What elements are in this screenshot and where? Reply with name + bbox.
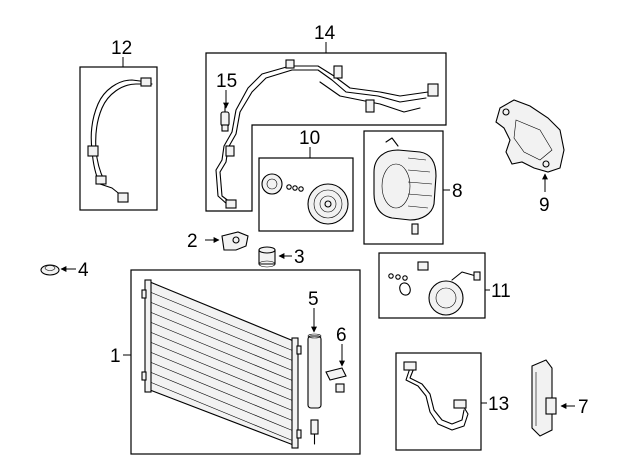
clutch-part[interactable]: [261, 173, 349, 225]
callout-1: 1: [110, 346, 121, 367]
bracket-part[interactable]: [495, 99, 565, 173]
box-compressor-8: [363, 130, 444, 245]
box-condenser-1: [130, 269, 361, 455]
mount-bracket-part[interactable]: [531, 359, 557, 437]
callout-5: 5: [308, 289, 319, 310]
box-hose-12: [79, 66, 158, 211]
receiver-drier-part[interactable]: [307, 333, 322, 445]
callout-11: 11: [491, 281, 511, 302]
drier-bracket-part[interactable]: [325, 367, 347, 393]
callout-14: 14: [314, 23, 336, 44]
suction-pipe-part[interactable]: [215, 59, 439, 209]
clip-part[interactable]: [221, 231, 249, 251]
condenser-fins: [149, 291, 297, 443]
callout-15: 15: [216, 71, 237, 92]
condenser-part[interactable]: [141, 279, 302, 449]
callout-9: 9: [539, 195, 550, 216]
callout-2: 2: [187, 231, 198, 252]
box-coil-11: [378, 252, 486, 319]
callout-6: 6: [336, 325, 347, 346]
discharge-hose-part[interactable]: [87, 77, 153, 203]
callout-3: 3: [294, 247, 305, 268]
callout-13: 13: [488, 394, 509, 415]
callout-4: 4: [78, 260, 89, 281]
box-clutch-10: [258, 157, 354, 232]
compressor-part[interactable]: [373, 137, 437, 235]
callout-10: 10: [299, 128, 320, 149]
callout-7: 7: [578, 397, 589, 418]
box-pipe-14: [205, 52, 447, 212]
cushion-part[interactable]: [258, 246, 276, 268]
valve-part[interactable]: [220, 105, 230, 132]
grommet-part[interactable]: [40, 264, 60, 276]
callout-8: 8: [452, 181, 463, 202]
callout-12: 12: [111, 38, 132, 59]
suction-hose-part[interactable]: [403, 361, 469, 431]
box-hose-13: [395, 352, 482, 451]
coil-part[interactable]: [388, 261, 481, 316]
